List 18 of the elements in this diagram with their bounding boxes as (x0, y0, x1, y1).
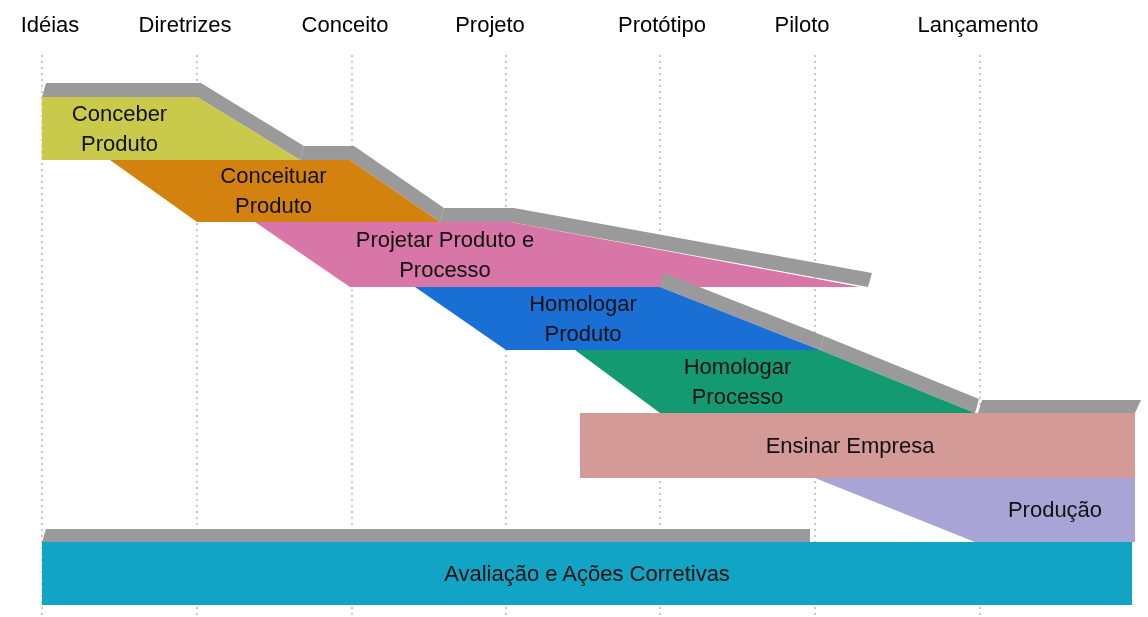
phase-label: Homologar Processo (682, 352, 793, 411)
phase-header: Diretrizes (138, 11, 232, 39)
phase-label: Ensinar Empresa (765, 431, 935, 460)
phase-header: Idéias (20, 11, 80, 39)
phase-label: Homologar Produto (528, 289, 638, 348)
phase-band (42, 542, 1132, 605)
phase-header: Conceito (301, 11, 389, 39)
phase-label: Produção (1007, 496, 1103, 524)
phase-header: Projeto (455, 11, 525, 39)
phase-band (42, 83, 304, 160)
phase-header: Piloto (774, 11, 830, 39)
phase-label: Projetar Produto e Processo (354, 225, 536, 284)
phase-header: Protótipo (617, 11, 707, 39)
phase-label: Avaliação e Ações Corretivas (444, 559, 730, 588)
phase-band (580, 413, 1135, 478)
phase-label: Conceber Produto (70, 99, 169, 158)
phase-header: Lançamento (917, 11, 1039, 39)
phase-label: Conceituar Produto (219, 162, 328, 220)
